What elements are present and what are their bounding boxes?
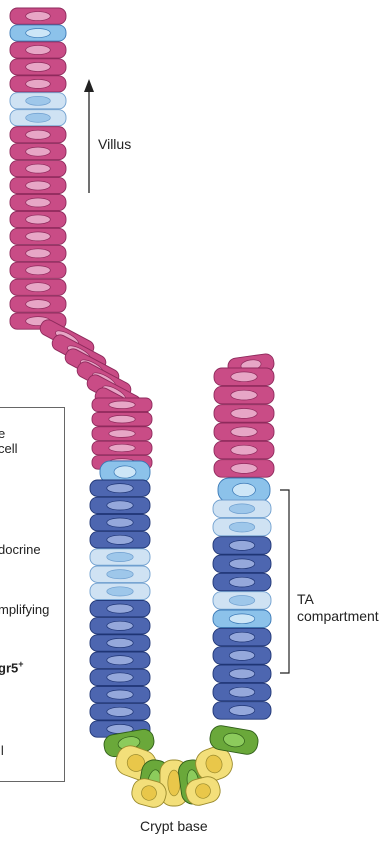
right-goblet-nucleus-54 xyxy=(233,483,256,496)
left-crypt-nucleus-43 xyxy=(107,673,133,682)
legend-item-5: gr5+ xyxy=(0,657,24,675)
right-crypt-nucleus-60 xyxy=(229,596,255,606)
ta-compartment-label: TA compartment xyxy=(297,591,379,625)
legend-item-4: mplifying xyxy=(0,602,49,617)
legend-item-2-label: l xyxy=(0,493,1,508)
villus-nucleus-9 xyxy=(26,147,51,156)
legend-item-5-sup: + xyxy=(18,659,23,669)
villus-nucleus-15 xyxy=(26,249,51,258)
left-upper-nucleus-29 xyxy=(109,444,135,452)
villus-nucleus-18 xyxy=(26,300,51,309)
left-crypt-nucleus-35 xyxy=(107,535,133,544)
villus-arrow-head xyxy=(84,79,94,92)
ta-label-line2: compartment xyxy=(297,608,379,625)
legend-item-1: e cell xyxy=(0,426,18,456)
right-upper-nucleus-50 xyxy=(231,409,257,419)
left-upper-nucleus-27 xyxy=(109,415,135,423)
legend-item-6: ll xyxy=(0,743,4,758)
legend-item-3-label: docrine xyxy=(0,542,41,557)
right-crypt-nucleus-64 xyxy=(229,669,255,679)
right-upper-nucleus-53 xyxy=(231,464,257,474)
left-crypt-nucleus-33 xyxy=(107,501,133,510)
villus-nucleus-16 xyxy=(26,266,51,275)
right-crypt-nucleus-63 xyxy=(229,651,255,661)
right-crypt-nucleus-61 xyxy=(229,614,255,624)
villus-nucleus-10 xyxy=(26,164,51,173)
right-crypt-nucleus-66 xyxy=(229,706,255,716)
right-upper-nucleus-51 xyxy=(231,427,257,437)
ta-label-line1: TA xyxy=(297,591,379,608)
left-upper-nucleus-26 xyxy=(109,401,135,409)
left-crypt-nucleus-44 xyxy=(107,690,133,699)
villus-nucleus-2 xyxy=(26,28,51,37)
right-crypt-nucleus-65 xyxy=(229,687,255,697)
villus-nucleus-11 xyxy=(26,181,51,190)
villus-nucleus-5 xyxy=(26,79,51,88)
right-crypt-nucleus-57 xyxy=(229,541,255,551)
villus-nucleus-17 xyxy=(26,283,51,292)
right-upper-nucleus-52 xyxy=(231,445,257,455)
legend-box: e cell l docrine mplifying gr5+ ll xyxy=(0,407,65,782)
right-crypt-nucleus-56 xyxy=(229,522,255,532)
villus-nucleus-8 xyxy=(26,130,51,139)
left-crypt-nucleus-39 xyxy=(107,604,133,613)
villus-nucleus-3 xyxy=(26,45,51,54)
legend-item-1-line1: e xyxy=(0,426,18,441)
left-crypt-nucleus-37 xyxy=(107,570,133,579)
crypt-base-label: Crypt base xyxy=(140,818,208,834)
villus-nucleus-7 xyxy=(26,113,51,122)
right-crypt-nucleus-58 xyxy=(229,559,255,569)
left-crypt-nucleus-32 xyxy=(107,484,133,493)
left-crypt-nucleus-42 xyxy=(107,656,133,665)
villus-nucleus-12 xyxy=(26,198,51,207)
villus-nucleus-4 xyxy=(26,62,51,71)
legend-item-1-line2: cell xyxy=(0,441,18,456)
villus-nucleus-6 xyxy=(26,96,51,105)
villus-nucleus-14 xyxy=(26,232,51,241)
left-crypt-nucleus-40 xyxy=(107,621,133,630)
legend-item-2: l xyxy=(0,493,1,508)
legend-item-6-label: ll xyxy=(0,743,4,758)
left-crypt-nucleus-45 xyxy=(107,707,133,716)
left-crypt-nucleus-41 xyxy=(107,638,133,647)
right-upper-nucleus-49 xyxy=(231,390,257,400)
left-crypt-nucleus-36 xyxy=(107,552,133,561)
right-crypt-nucleus-62 xyxy=(229,632,255,642)
right-upper-nucleus-48 xyxy=(231,372,257,382)
left-crypt-nucleus-38 xyxy=(107,587,133,596)
right-crypt-nucleus-59 xyxy=(229,577,255,587)
villus-nucleus-1 xyxy=(26,12,51,21)
villus-nucleus-13 xyxy=(26,215,51,224)
left-upper-nucleus-28 xyxy=(109,430,135,438)
villus-label: Villus xyxy=(98,136,131,152)
left-goblet-nucleus-31 xyxy=(114,466,136,478)
left-crypt-nucleus-34 xyxy=(107,518,133,527)
right-crypt-nucleus-55 xyxy=(229,504,255,514)
legend-item-4-label: mplifying xyxy=(0,602,49,617)
legend-item-3: docrine xyxy=(0,542,41,557)
legend-item-5-label: gr5 xyxy=(0,660,18,675)
ta-compartment-bracket xyxy=(280,490,289,673)
